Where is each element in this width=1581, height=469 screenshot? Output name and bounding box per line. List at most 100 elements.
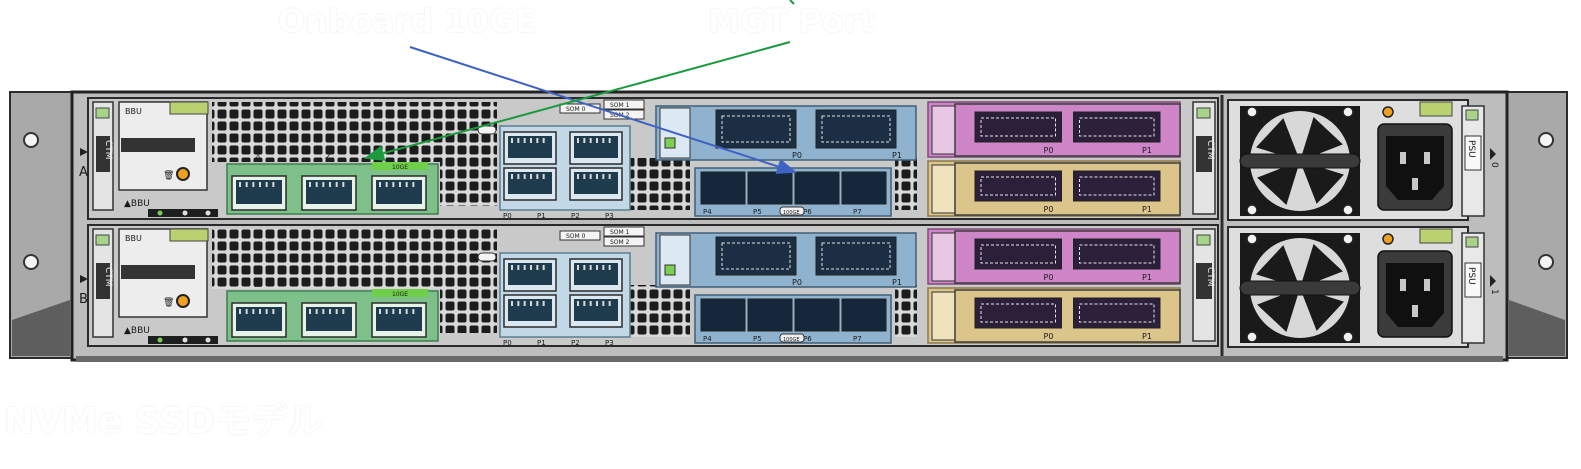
psu-number-label: 0	[1489, 162, 1499, 168]
port-pin	[385, 309, 388, 314]
port-pin	[596, 301, 598, 306]
wrench-icon: ✓	[324, 280, 332, 290]
yellow-card-latch[interactable]	[931, 291, 959, 341]
yellow-hic-port[interactable]	[1073, 297, 1161, 329]
vent-grid-top	[212, 102, 497, 162]
usb-port[interactable]	[477, 125, 497, 135]
yellow-hic-port[interactable]	[974, 170, 1062, 202]
vent-grid-mid	[630, 285, 690, 337]
pink-hic-port[interactable]	[974, 111, 1062, 143]
psu-led	[1465, 236, 1479, 248]
hic2-port[interactable]	[747, 298, 793, 332]
hic2-port[interactable]	[700, 171, 746, 205]
callout-mgt-port: MGT Port	[708, 2, 876, 40]
port-pin	[335, 309, 338, 314]
fan-blade-icon	[1300, 288, 1344, 331]
controller-name-label: B	[79, 292, 88, 307]
bbu-latch[interactable]	[169, 101, 209, 115]
port-pin	[245, 182, 248, 187]
port-pin	[329, 182, 331, 187]
pink-card-latch[interactable]	[931, 232, 959, 282]
hic2-badge-label: 100GE	[783, 337, 800, 343]
port-pin	[602, 301, 605, 306]
psu-latch[interactable]	[1419, 101, 1453, 117]
inlet-pin	[1412, 305, 1418, 317]
port-pin	[583, 174, 586, 179]
hic2-port[interactable]	[747, 171, 793, 205]
screw-icon	[1342, 233, 1354, 245]
port-outline	[1079, 303, 1155, 323]
sas-label: SOM 0	[566, 106, 586, 113]
bbu-status-led	[176, 167, 190, 181]
hic2-port[interactable]	[794, 171, 840, 205]
port-pin	[511, 265, 513, 270]
yellow-hic-port[interactable]	[974, 297, 1062, 329]
onboard-10ge-tag-label: 10GE	[392, 291, 408, 298]
port-pin	[309, 182, 311, 187]
sas-label-box	[603, 99, 645, 110]
bbu-latch[interactable]	[169, 228, 209, 242]
fan-blade-icon	[1257, 288, 1300, 332]
hic2-port-label: P6	[803, 208, 812, 216]
pink-hic-port[interactable]	[974, 238, 1062, 270]
yellow-card-latch[interactable]	[931, 164, 959, 214]
bbu-handle[interactable]	[121, 265, 195, 279]
port-pin	[511, 174, 513, 179]
port-outline	[721, 242, 791, 270]
hic2-port-label: P5	[753, 335, 762, 343]
port-pin	[523, 174, 526, 179]
port-pin	[517, 301, 520, 306]
hic1-port-label: P0	[792, 278, 802, 287]
port-pin	[536, 174, 539, 179]
psu-number-label: 1	[1489, 289, 1499, 295]
hic2-port[interactable]	[794, 298, 840, 332]
yellow-hic-port[interactable]	[1073, 170, 1161, 202]
port-pin	[596, 174, 598, 179]
controller-indicator-icon	[80, 148, 88, 156]
port-pin	[252, 182, 255, 187]
fan-blade-icon	[1256, 245, 1300, 288]
hic2-port[interactable]	[700, 298, 746, 332]
usb-port[interactable]	[477, 252, 497, 262]
port-pin	[596, 138, 598, 143]
port-pin	[602, 138, 605, 143]
port-pin	[272, 309, 275, 314]
status-led-icon	[205, 337, 211, 343]
psu-indicator-icon	[1490, 148, 1496, 160]
hic2-port[interactable]	[841, 298, 887, 332]
psu-handle[interactable]	[1239, 280, 1361, 296]
pink-hic-port[interactable]	[1073, 238, 1161, 270]
port-pin	[322, 182, 325, 187]
port-outline	[1079, 176, 1155, 196]
pink-card-latch[interactable]	[931, 105, 959, 155]
status-led-icon	[205, 210, 211, 216]
port-pin	[259, 309, 261, 314]
psu-handle[interactable]	[1239, 153, 1361, 169]
sas-label: SOM 1	[610, 102, 630, 109]
port-pin	[577, 301, 579, 306]
copper-port-label: P2	[571, 339, 580, 347]
ear-hole	[23, 254, 39, 270]
psu-latch[interactable]	[1419, 228, 1453, 244]
bbu-handle[interactable]	[121, 138, 195, 152]
ear-hole	[1538, 132, 1554, 148]
port-pin	[379, 182, 381, 187]
hic1-latch[interactable]	[659, 234, 691, 286]
port-pin	[252, 309, 255, 314]
port-pin	[536, 138, 539, 143]
port-pin	[245, 309, 248, 314]
port-pin	[583, 301, 586, 306]
arrow-onboard-10ge	[409, 46, 797, 175]
hic2-port[interactable]	[841, 171, 887, 205]
port-pin	[265, 309, 268, 314]
port-outline	[821, 242, 891, 270]
port-pin	[335, 182, 338, 187]
port-pin	[583, 138, 586, 143]
vent-grid-mid	[630, 158, 690, 210]
port-pin	[608, 265, 611, 270]
port-pin	[589, 301, 592, 306]
port-pin	[322, 309, 325, 314]
rack-ear-left	[9, 91, 73, 359]
pink-hic-port[interactable]	[1073, 111, 1161, 143]
